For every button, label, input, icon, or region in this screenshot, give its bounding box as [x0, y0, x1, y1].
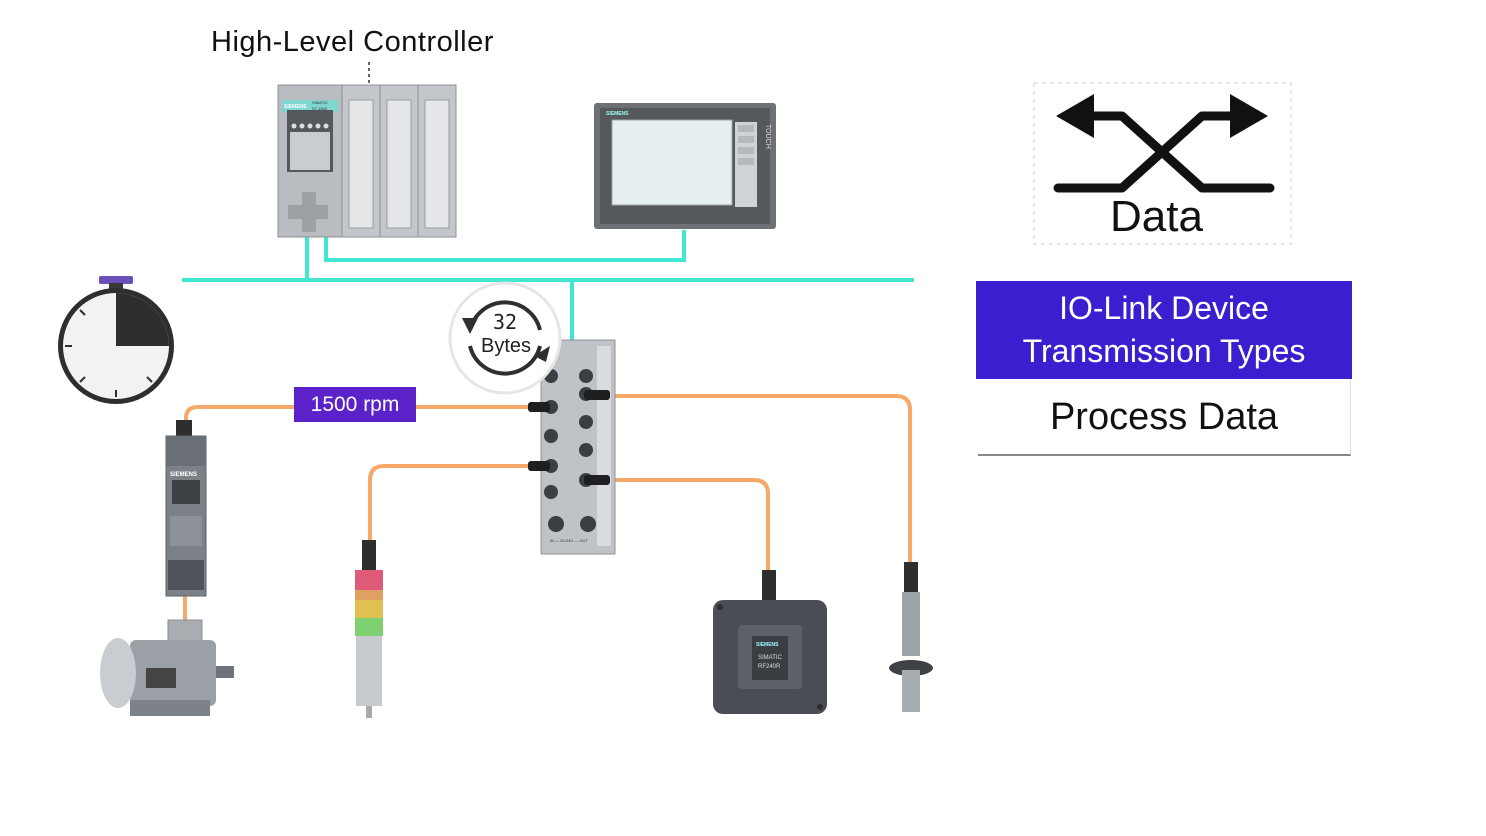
data-legend-label: Data: [1110, 192, 1203, 241]
rfid-line2: RF240R: [758, 664, 781, 670]
plc-model-line2: S7-1500: [312, 106, 328, 111]
electric-motor: [100, 619, 234, 716]
rfid-brand: SIEMENS: [756, 642, 779, 648]
plc-brand: SIEMENS: [284, 104, 307, 110]
port-connectors: [528, 390, 610, 485]
controller-label: High-Level Controller: [211, 26, 494, 58]
plc-io-modules: [341, 84, 457, 238]
speed-badge: 1500 rpm: [294, 387, 416, 422]
stopwatch-icon: [58, 276, 174, 404]
hmi-side-label: TOUCH: [764, 124, 771, 149]
rfid-line1: SIMATIC: [758, 655, 783, 661]
crossing-arrows-icon: [1053, 111, 1275, 193]
cycle-arrows-icon: [448, 281, 562, 395]
hmi-touch-panel: SIEMENS TOUCH: [594, 103, 776, 229]
data-legend: [1033, 82, 1292, 245]
bytes-label: Bytes: [480, 335, 532, 357]
io-master-footer: IN — DC24V — OUT: [550, 538, 588, 543]
panel-title-line2: Transmission Types: [1022, 333, 1306, 369]
rfid-reader: SIEMENS SIMATIC RF240R: [713, 570, 827, 714]
plc-controller: SIEMENS SIMATIC S7-1500: [277, 84, 457, 238]
panel-subtitle: Process Data: [978, 380, 1351, 456]
panel-title: IO-Link Device Transmission Types: [976, 281, 1352, 379]
plc-model-line1: SIMATIC: [312, 100, 328, 105]
signal-tower-light: [355, 540, 383, 718]
panel-title-line1: IO-Link Device: [1059, 290, 1269, 326]
proximity-sensor: [889, 562, 933, 712]
motor-drive: SIEMENS: [165, 420, 207, 597]
io-link-cables: [183, 394, 912, 640]
drive-brand: SIEMENS: [170, 472, 197, 478]
hmi-brand: SIEMENS: [606, 111, 629, 117]
ethernet-bus: [182, 230, 914, 340]
bytes-value: 32: [492, 310, 518, 334]
